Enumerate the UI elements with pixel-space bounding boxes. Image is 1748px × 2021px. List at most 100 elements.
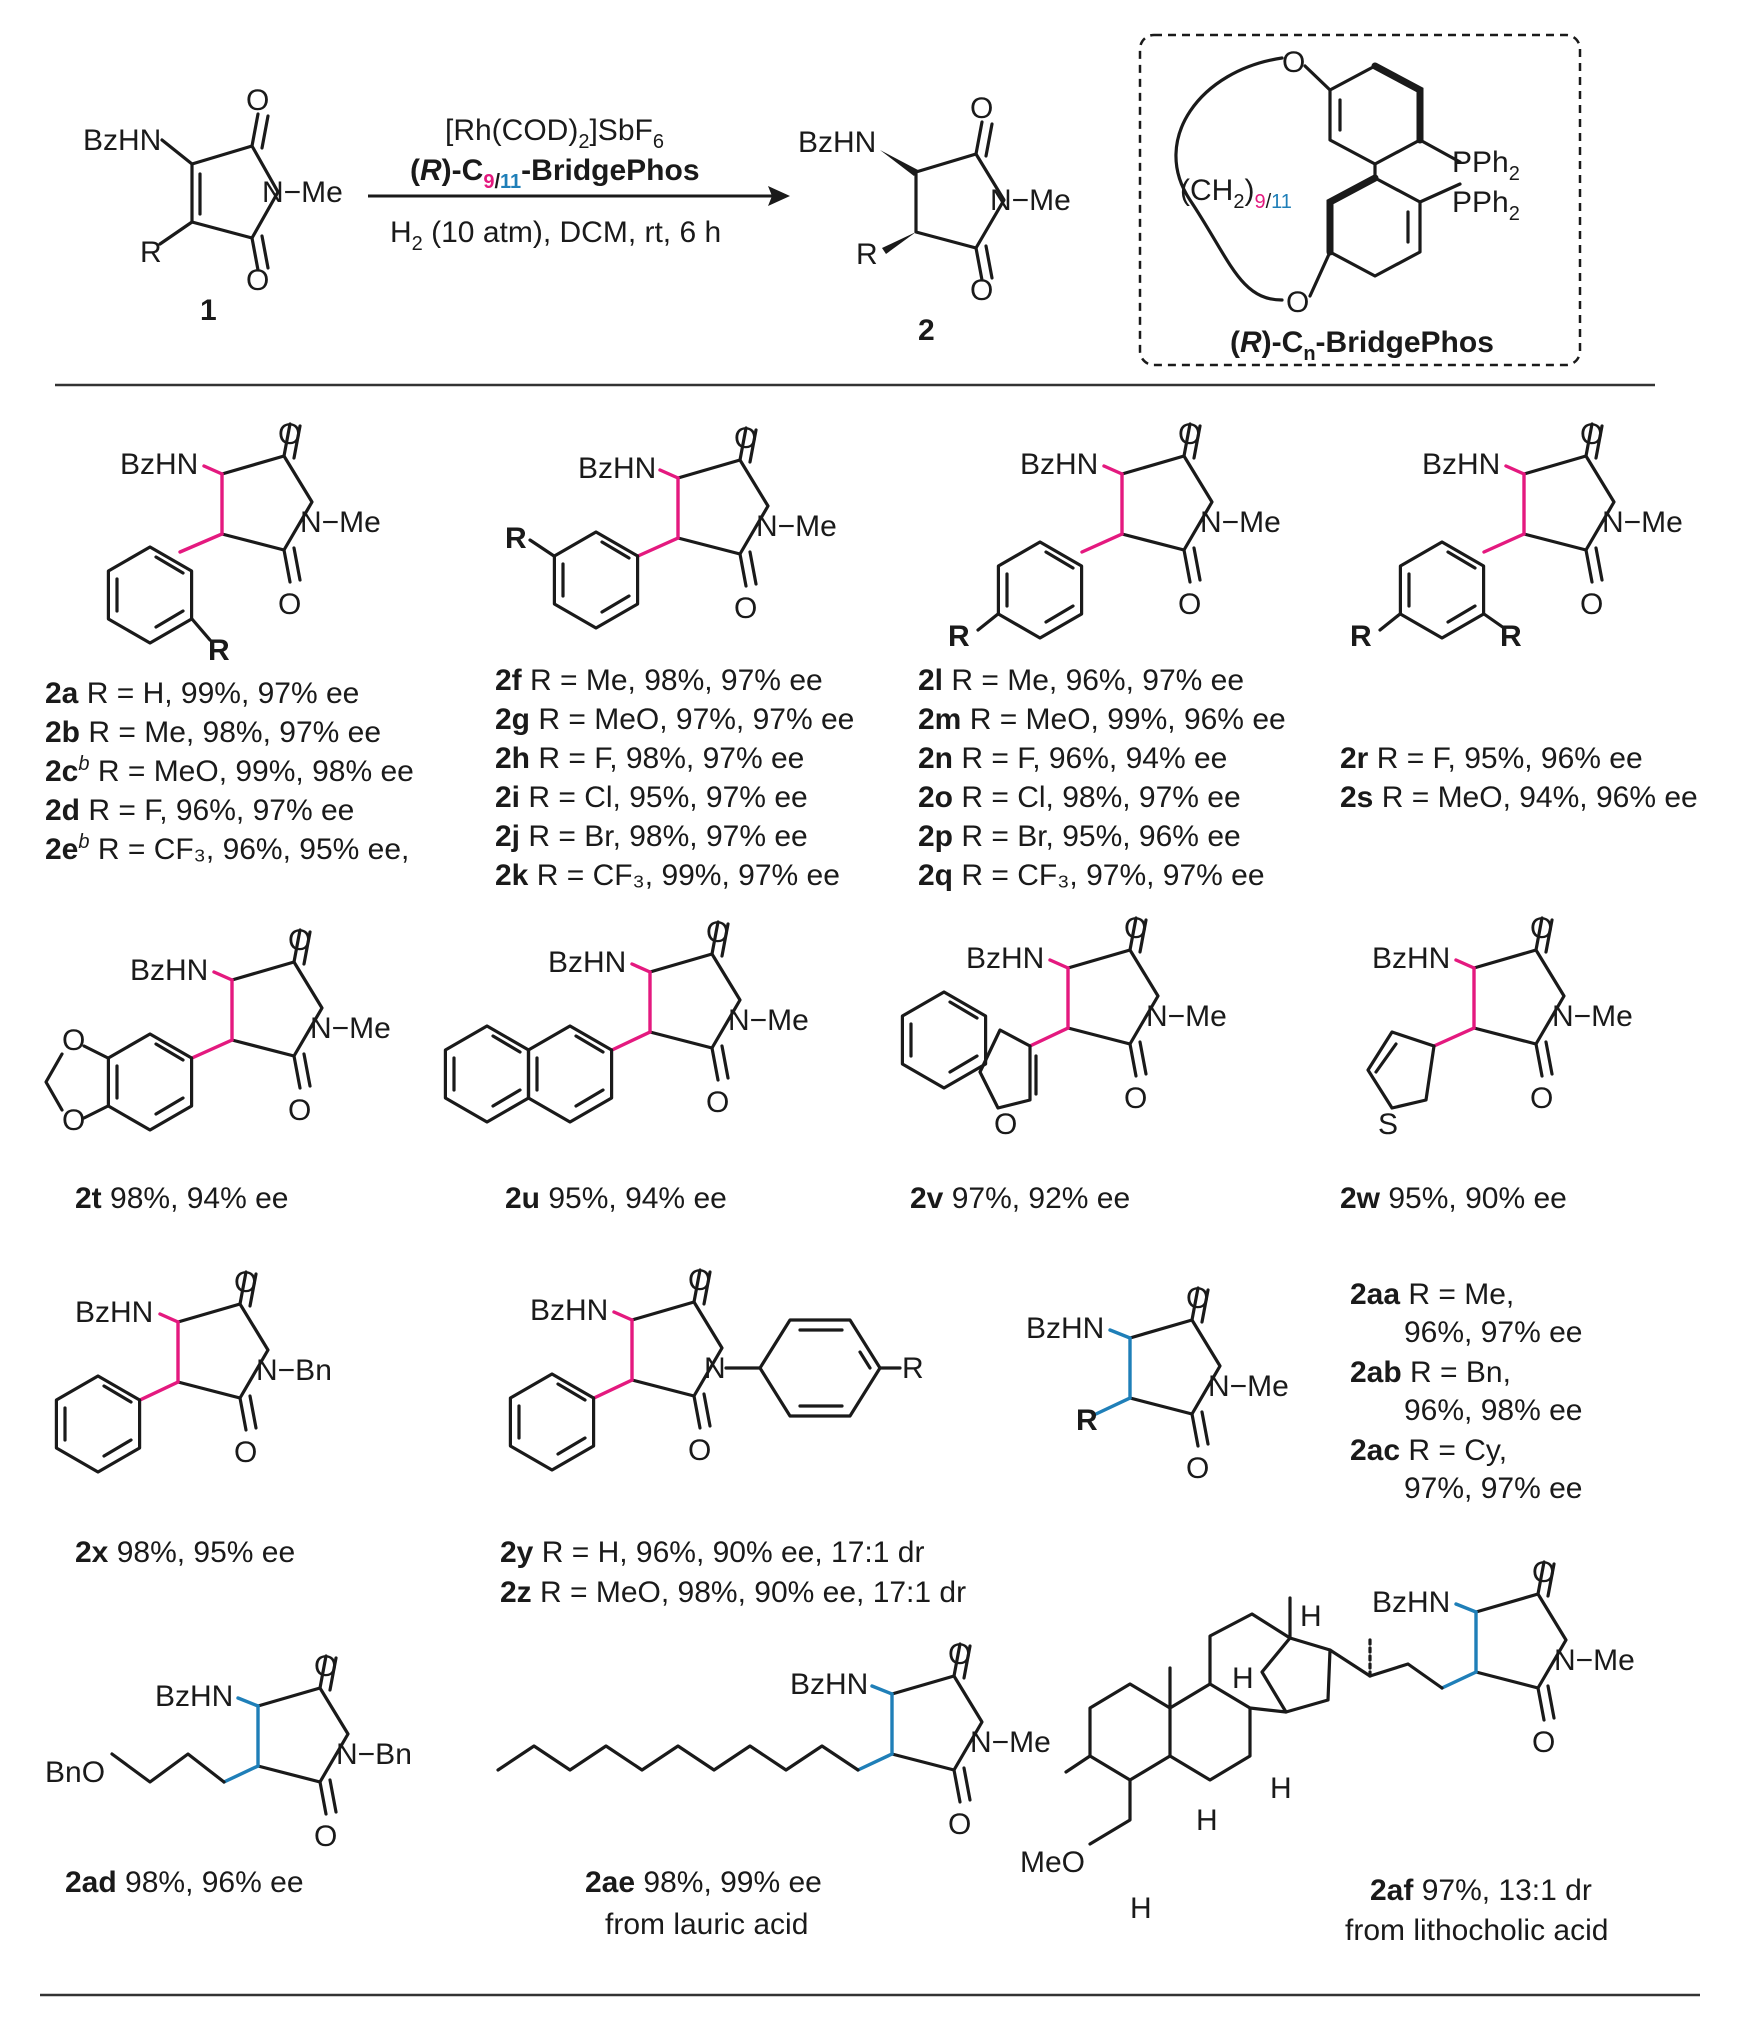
atom-o: O	[234, 1266, 257, 1299]
result-2b: 2b R = Me, 98%, 97% ee	[45, 716, 381, 749]
structure-para: BzHN O O N−Me R	[948, 418, 1281, 653]
atom-nme: N−Me	[1208, 1370, 1289, 1403]
atom-nme: N−Me	[1554, 1644, 1635, 1677]
substrate-o-top: O	[246, 84, 269, 117]
atom-bzhn: BzHN	[130, 954, 208, 987]
atom-bzhn: BzHN	[1026, 1312, 1104, 1345]
atom-o: O	[288, 1094, 311, 1127]
atom-bno: BnO	[45, 1756, 105, 1789]
atom-o: O	[706, 1086, 729, 1119]
atom-nme: N−Me	[756, 510, 837, 543]
substrate-r: R	[140, 236, 162, 269]
atom-o: O	[1178, 588, 1201, 621]
atom-o: O	[994, 1108, 1017, 1141]
atom-bzhn: BzHN	[155, 1680, 233, 1713]
atom-o: O	[288, 924, 311, 957]
atom-r: R	[1076, 1404, 1098, 1437]
result-2ad: 2ad 98%, 96% ee	[65, 1866, 304, 1899]
result-2k: 2k R = CF₃, 99%, 97% ee	[495, 859, 840, 892]
structure-2ad: BzHN O O N−Bn BnO	[45, 1650, 412, 1853]
atom-nme: N−Me	[1602, 506, 1683, 539]
arrow-head	[768, 186, 790, 206]
substrate-1: BzHN O O N−Me R 1	[83, 84, 343, 327]
structure-2yz: BzHN O O N R	[508, 1264, 924, 1472]
atom-bzhn: BzHN	[75, 1296, 153, 1329]
ligand-box: O O PPh2 PPh2 (CH2)9/11 (R)-Cn-BridgePho…	[1138, 33, 1582, 367]
result-2ae: 2ae 98%, 99% ee	[585, 1866, 822, 1899]
result-2v: 2v 97%, 92% ee	[910, 1182, 1130, 1215]
atom-o: O	[948, 1808, 971, 1841]
atom-nbn: N−Bn	[336, 1738, 412, 1771]
atom-o: O	[1124, 1082, 1147, 1115]
result-2ab: 2ab R = Bn,	[1350, 1356, 1511, 1389]
result-2aa: 2aa R = Me,	[1350, 1278, 1514, 1311]
atom-bzhn: BzHN	[578, 452, 656, 485]
result-2af-note: from lithocholic acid	[1345, 1914, 1608, 1947]
atom-r: R	[1350, 620, 1372, 653]
result-2ab-values: 96%, 98% ee	[1404, 1394, 1582, 1427]
conditions-label: H2 (10 atm), DCM, rt, 6 h	[390, 216, 721, 255]
atom-r: R	[948, 620, 970, 653]
atom-nme: N−Me	[1200, 506, 1281, 539]
structure-alkyl: BzHN O O N−Me R	[1026, 1282, 1289, 1485]
atom-h: H	[1130, 1892, 1152, 1925]
atom-o: O	[314, 1650, 337, 1683]
result-2c: 2cb R = MeO, 99%, 98% ee	[45, 753, 414, 788]
result-2m: 2m R = MeO, 99%, 96% ee	[918, 703, 1286, 736]
result-2y: 2y R = H, 96%, 90% ee, 17:1 dr	[500, 1536, 924, 1569]
atom-o: O	[278, 418, 301, 451]
product-2: BzHN O O N−Me R 2	[798, 92, 1071, 347]
result-2d: 2d R = F, 96%, 97% ee	[45, 794, 354, 827]
atom-nme: N−Me	[1552, 1000, 1633, 1033]
structure-2v: BzHN O O N−Me O	[900, 912, 1227, 1141]
atom-o: O	[948, 1638, 971, 1671]
atom-nme: N−Me	[1146, 1000, 1227, 1033]
ligand-pph2-bottom: PPh2	[1452, 186, 1520, 225]
result-2z: 2z R = MeO, 98%, 90% ee, 17:1 dr	[500, 1576, 966, 1609]
result-2af: 2af 97%, 13:1 dr	[1370, 1874, 1592, 1907]
atom-o: O	[234, 1436, 257, 1469]
result-2g: 2g R = MeO, 97%, 97% ee	[495, 703, 854, 736]
atom-h: H	[1270, 1772, 1292, 1805]
structure-2af: BzHN O O N−Me MeO H H H H H	[1020, 1556, 1635, 1925]
product-o-top: O	[970, 92, 993, 125]
substrate-number: 1	[200, 294, 217, 327]
result-2h: 2h R = F, 98%, 97% ee	[495, 742, 804, 775]
result-2e: 2eb R = CF₃, 96%, 95% ee,	[45, 831, 409, 866]
atom-o: O	[1532, 1556, 1555, 1589]
atom-o: O	[688, 1434, 711, 1467]
atom-meo: MeO	[1020, 1846, 1085, 1879]
atom-h: H	[1232, 1662, 1254, 1695]
atom-o: O	[1532, 1726, 1555, 1759]
product-nme: N−Me	[990, 184, 1071, 217]
atom-s: S	[1378, 1108, 1398, 1141]
result-2w: 2w 95%, 90% ee	[1340, 1182, 1567, 1215]
catalyst-label: [Rh(COD)2]SbF6	[445, 114, 664, 153]
results-ortho: 2a R = H, 99%, 97% ee 2b R = Me, 98%, 97…	[45, 677, 414, 866]
atom-r: R	[208, 634, 230, 667]
structure-meta: BzHN O O N−Me R	[505, 422, 837, 630]
atom-bzhn: BzHN	[120, 448, 198, 481]
result-2u: 2u 95%, 94% ee	[505, 1182, 727, 1215]
atom-o: O	[734, 422, 757, 455]
ligand-chain-label: (CH2)9/11	[1180, 174, 1292, 213]
reaction-arrow-group: [Rh(COD)2]SbF6 (R)-C9/11-BridgePhos H2 (…	[368, 114, 790, 255]
result-2ac-values: 97%, 97% ee	[1404, 1472, 1582, 1505]
atom-o: O	[688, 1264, 711, 1297]
result-2p: 2p R = Br, 95%, 96% ee	[918, 820, 1241, 853]
structure-disub: BzHN O O N−Me R R	[1350, 418, 1683, 653]
atom-o: O	[1186, 1452, 1209, 1485]
result-2o: 2o R = Cl, 98%, 97% ee	[918, 781, 1241, 814]
product-bzhn: BzHN	[798, 126, 876, 159]
result-2ac: 2ac R = Cy,	[1350, 1434, 1507, 1467]
result-2x: 2x 98%, 95% ee	[75, 1536, 295, 1569]
atom-nme: N−Me	[310, 1012, 391, 1045]
atom-o: O	[278, 588, 301, 621]
structure-2t: BzHN O O N−Me O O	[44, 924, 391, 1137]
atom-nme: N−Me	[728, 1004, 809, 1037]
atom-h: H	[1196, 1804, 1218, 1837]
atom-o: O	[1530, 912, 1553, 945]
atom-bzhn: BzHN	[1372, 942, 1450, 975]
results-para: 2l R = Me, 96%, 97% ee 2m R = MeO, 99%, …	[918, 664, 1286, 892]
atom-o: O	[1530, 1082, 1553, 1115]
